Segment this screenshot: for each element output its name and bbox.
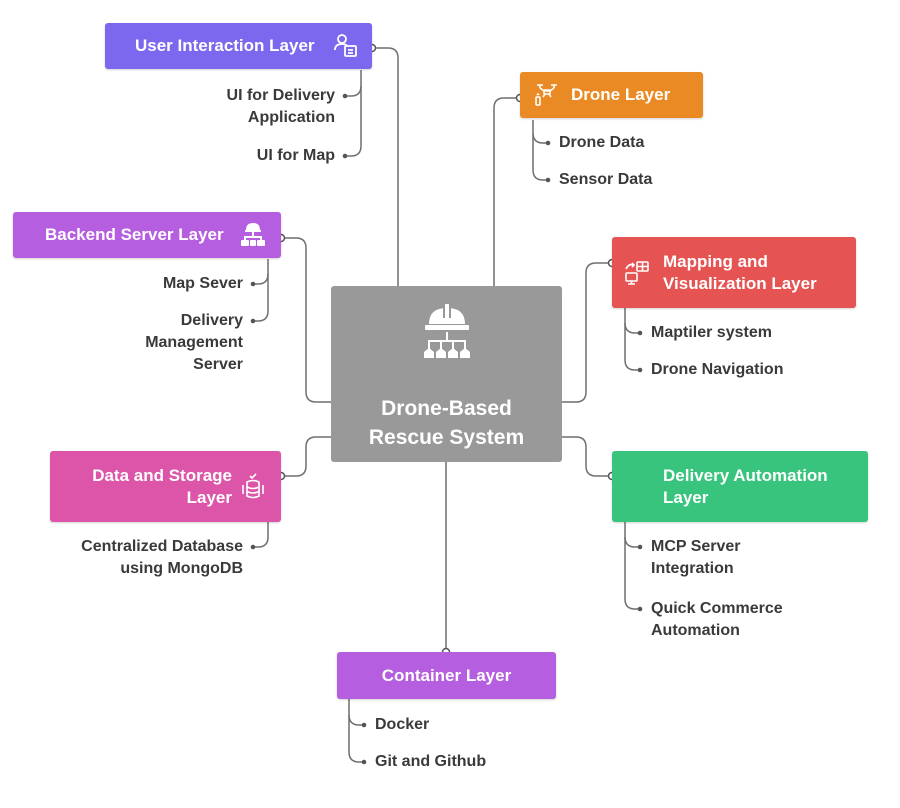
user-interaction-item-2: UI for Map	[256, 147, 335, 164]
mapping-visualization-layer-node: Mapping and Visualization Layer	[612, 237, 856, 308]
user-interaction-layer-title: User Interaction Layer	[135, 36, 315, 55]
central-title: Drone-Based Rescue System	[331, 394, 562, 452]
backend-server-layer-node: Backend Server Layer	[13, 212, 281, 258]
drone-icon	[535, 84, 557, 106]
drone-layer-title: Drone Layer	[571, 85, 671, 104]
data-storage-layer-title-line-1: Data and Storage	[92, 465, 232, 485]
map-visualization-icon	[625, 261, 649, 285]
backend-item-1: Map Sever	[162, 275, 243, 292]
data-storage-item-1: Centralized Database using MongoDB	[81, 538, 243, 577]
drone-item-2: Sensor Data	[559, 171, 653, 188]
container-item-2: Git and Github	[375, 753, 487, 770]
data-storage-layer-node: Data and Storage Layer	[50, 451, 281, 522]
delivery-automation-layer-title-line-1: Delivery Automation	[663, 465, 828, 485]
database-icon	[242, 473, 264, 499]
rescue-hierarchy-icon	[424, 304, 470, 358]
delivery-automation-layer-title-line-2: Layer	[663, 487, 709, 507]
container-layer-node: Container Layer	[337, 652, 556, 699]
user-interaction-layer-node: User Interaction Layer	[105, 23, 372, 69]
container-item-1: Docker	[375, 716, 430, 733]
central-title-line-1: Drone-Based	[381, 397, 512, 420]
user-form-icon	[334, 34, 357, 57]
data-storage-layer-title-line-2: Layer	[186, 487, 232, 507]
backend-server-layer-title: Backend Server Layer	[45, 225, 224, 244]
mapping-item-2: Drone Navigation	[651, 361, 784, 378]
container-layer-title: Container Layer	[381, 665, 512, 685]
mapping-layer-title-line-2: Visualization Layer	[663, 273, 817, 293]
backend-item-2: Delivery Management Server	[145, 312, 243, 373]
user-interaction-item-1: UI for Delivery Application	[226, 87, 335, 126]
central-node: Drone-Based Rescue System	[331, 286, 562, 462]
delivery-automation-layer-node: Delivery Automation Layer	[612, 451, 868, 522]
mapping-layer-title-line-1: Mapping and	[663, 251, 768, 271]
server-network-icon	[241, 223, 265, 246]
mapping-item-1: Maptiler system	[651, 324, 772, 341]
delivery-automation-item-1: MCP Server Integration	[651, 538, 741, 577]
central-title-line-2: Rescue System	[368, 426, 525, 449]
drone-layer-node: Drone Layer	[520, 72, 703, 118]
delivery-automation-item-2: Quick Commerce Automation	[651, 600, 783, 639]
drone-item-1: Drone Data	[559, 134, 645, 151]
